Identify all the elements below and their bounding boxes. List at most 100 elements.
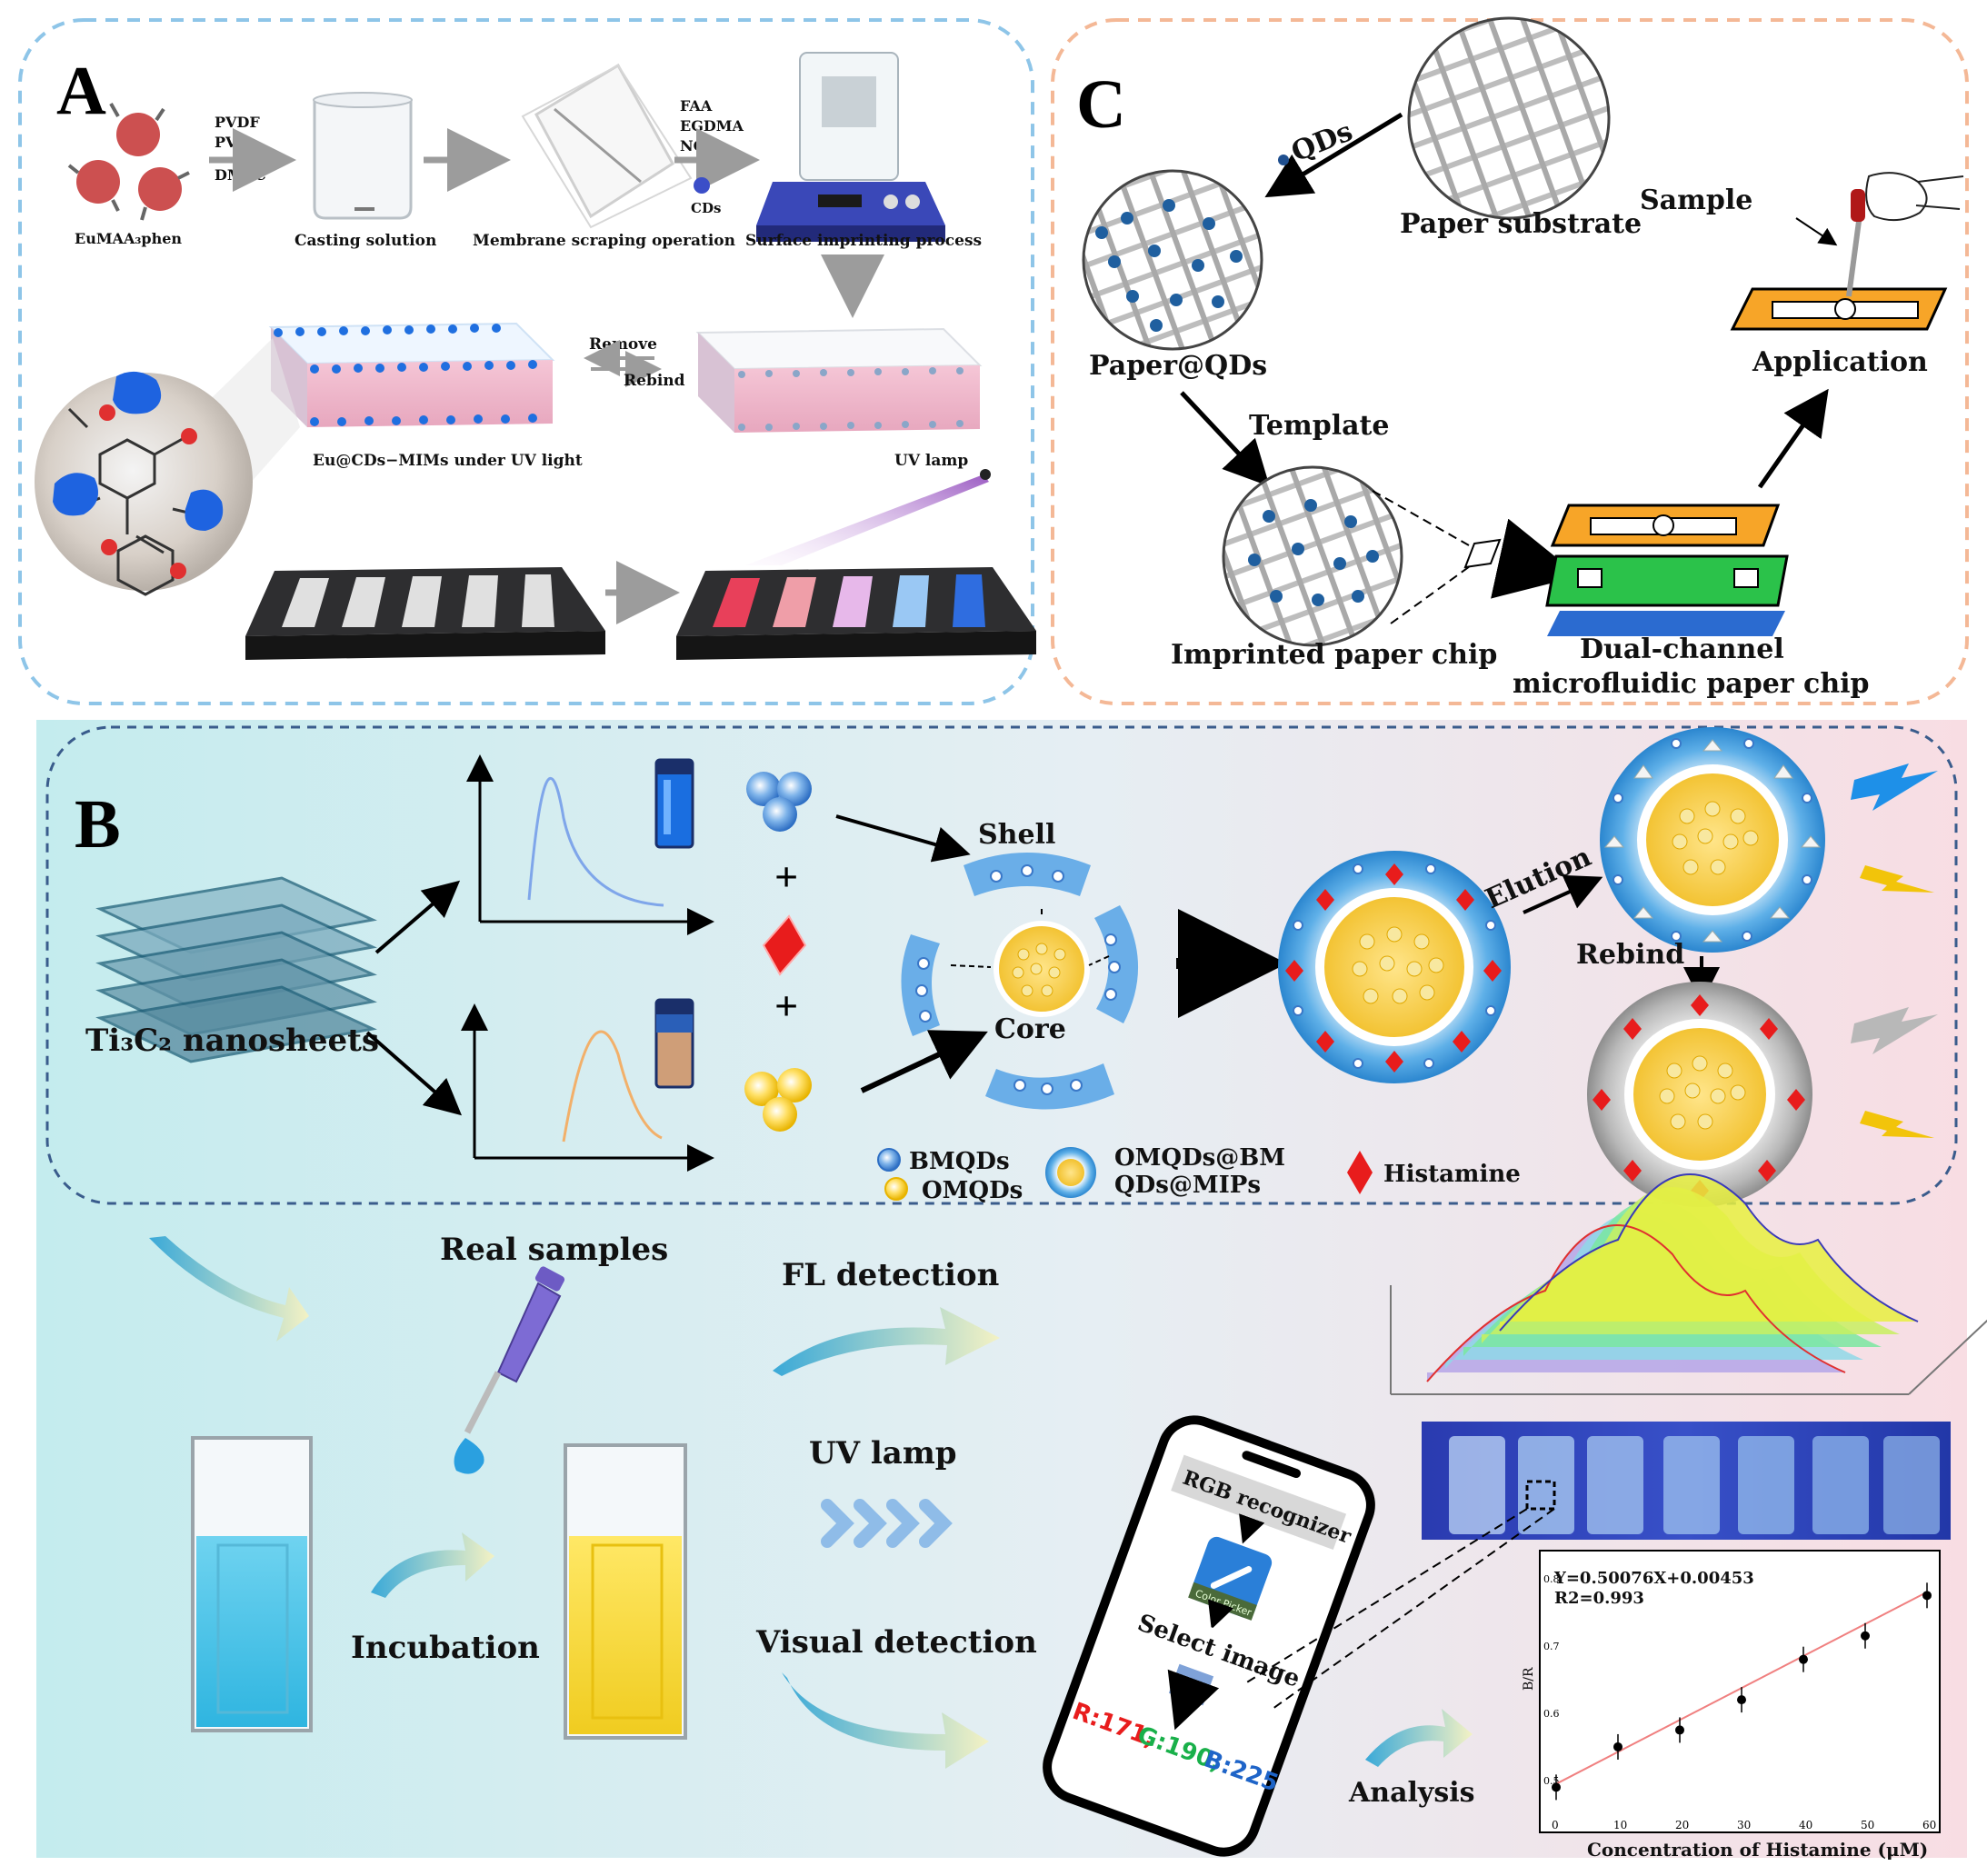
incubation-label: Incubation	[351, 1630, 540, 1666]
cds-dot-icon	[694, 177, 710, 194]
analysis-label: Analysis	[1348, 1777, 1475, 1809]
core-shell-assembly: Shell Core	[901, 819, 1139, 1110]
plus-1: +	[774, 853, 798, 900]
arrow-b-up	[374, 880, 461, 954]
arrow-c-qds	[1264, 112, 1403, 198]
fl-detection-label: FL detection	[782, 1257, 999, 1293]
chart-frame	[1539, 1550, 1941, 1833]
incubation-arrow	[371, 1532, 494, 1598]
membrane-sheet-icon	[521, 63, 693, 229]
blue-vial-icon	[654, 758, 694, 849]
reagent-pvdf: PVDF	[215, 114, 260, 131]
mips-with-histamine	[1278, 851, 1511, 1083]
x-tick-label: 50	[1861, 1819, 1874, 1831]
test-strips-plain	[245, 567, 605, 660]
bmqds-cluster-icon	[746, 772, 812, 832]
selection-line-1	[1244, 1508, 1528, 1684]
legend-composite-label-1: OMQDs@BM	[1114, 1144, 1285, 1172]
panel-c-letter: C	[1076, 66, 1126, 143]
selection-box	[1525, 1480, 1556, 1511]
dual-channel-label-2: microfluidic paper chip	[1513, 668, 1870, 700]
x-tick-label: 40	[1799, 1819, 1812, 1831]
uv-lamp-icon	[980, 469, 991, 480]
reagent-pvp: PVP	[215, 134, 247, 151]
x-tick-label: 60	[1922, 1819, 1936, 1831]
shell-label: Shell	[978, 819, 1055, 851]
smartphone: RGB recognizer Color Picker Select image…	[1043, 1415, 1375, 1857]
legend-omqds-label: OMQDs	[922, 1177, 1023, 1204]
fl-spectra-3d	[1390, 1173, 1987, 1395]
paper-qds-label: Paper@QDs	[1089, 350, 1267, 382]
uv-lamp-label-a: UV lamp	[894, 452, 968, 470]
chevron-arrows-icon	[821, 1499, 953, 1548]
core-label: Core	[994, 1013, 1066, 1045]
arrow-c-template	[1180, 391, 1270, 487]
calibration-chart: Y=0.50076X+0.00453 R2=0.993 B/R Concentr…	[1522, 1550, 1941, 1861]
data-point	[1675, 1725, 1684, 1735]
yellow-lightning-icon-2	[1860, 1111, 1934, 1138]
paper-substrate-label: Paper substrate	[1400, 208, 1642, 240]
blue-lightning-icon	[1851, 763, 1938, 811]
sample-label: Sample	[1640, 185, 1752, 216]
nanosheets-label: Ti₃C₂ nanosheets	[85, 1023, 379, 1059]
beaker-icon	[313, 92, 413, 220]
data-point	[1552, 1782, 1561, 1792]
legend: BMQDs OMQDs OMQDs@BM QDs@MIPs Histamine	[877, 1144, 1521, 1204]
x-tick-label: 30	[1737, 1819, 1751, 1831]
qd-dot-icon	[1278, 155, 1289, 165]
orange-vial-icon	[654, 998, 694, 1089]
application-label: Application	[1752, 346, 1928, 378]
y-tick-label: 0.7	[1543, 1641, 1560, 1652]
panel-a: A EuMAA₃phen PVDF PVP DMAC Casting solut…	[18, 18, 1036, 705]
reagent-nor: NOR	[680, 137, 719, 155]
dual-channel-label-1: Dual-channel	[1580, 634, 1784, 665]
x-tick-label: 0	[1552, 1819, 1559, 1831]
arrow-c-sample	[1795, 217, 1838, 246]
paper-qds-icon	[1082, 169, 1263, 351]
arrow-c-application	[1757, 388, 1829, 489]
remove-label: Remove	[589, 335, 657, 354]
molecule-sphere	[35, 338, 300, 596]
gray-lightning-icon	[1851, 1007, 1938, 1054]
chart-xlabel: Concentration of Histamine (μM)	[1587, 1839, 1928, 1861]
magnetic-stirrer-icon	[756, 52, 945, 242]
uv-lamp-label-b: UV lamp	[809, 1435, 957, 1472]
panel-b-letter: B	[75, 786, 121, 863]
rebind-label-b: Rebind	[1576, 939, 1684, 971]
chart-marks	[1552, 1582, 1932, 1801]
test-strips-colored	[676, 469, 1036, 660]
analysis-arrow	[1365, 1709, 1473, 1767]
paper-substrate-icon	[1407, 16, 1611, 220]
blue-emission-spectrum	[466, 754, 714, 935]
data-point	[1799, 1654, 1808, 1664]
legend-bmqds-label: BMQDs	[909, 1148, 1010, 1175]
chart-ylabel: B/R	[1522, 1667, 1536, 1691]
arrow-b-shell	[835, 814, 971, 863]
real-samples-label: Real samples	[440, 1232, 668, 1268]
dual-channel-chip-icon	[1545, 504, 1789, 636]
legend-histamine-icon	[1347, 1151, 1373, 1194]
zoom-line-2	[1390, 561, 1477, 624]
data-point	[1613, 1741, 1623, 1751]
imprinted-chip-icon	[1222, 465, 1403, 647]
x-tick-label: 10	[1613, 1819, 1627, 1831]
pipette-icon	[454, 1266, 565, 1474]
arrow-b-core	[860, 1030, 988, 1093]
membrane-caption: Eu@CDs−MIMs under UV light	[313, 452, 583, 470]
chart-equation: Y=0.50076X+0.00453	[1553, 1569, 1754, 1588]
step-surface-imprinting: Surface imprinting process	[745, 232, 982, 250]
step-membrane-scraping: Membrane scraping operation	[473, 232, 735, 250]
imprinted-chip-label: Imprinted paper chip	[1171, 639, 1497, 671]
legend-composite-label-2: QDs@MIPs	[1114, 1172, 1261, 1199]
eu-complex-label: EuMAA₃phen	[75, 230, 182, 247]
membrane-uv-light	[268, 322, 555, 427]
reagent-dmac: DMAC	[215, 166, 266, 184]
reagent-faa: FAA	[680, 97, 713, 115]
mips-rebound	[1587, 982, 1812, 1207]
chart-r2: R2=0.993	[1554, 1589, 1644, 1608]
reagent-egdma: EGDMA	[680, 117, 744, 135]
dropper-hand-icon	[1846, 172, 1964, 297]
arrow-b-down	[365, 1031, 463, 1116]
uv-vials-photo	[1422, 1422, 1951, 1540]
legend-bmqds-icon	[877, 1148, 901, 1172]
